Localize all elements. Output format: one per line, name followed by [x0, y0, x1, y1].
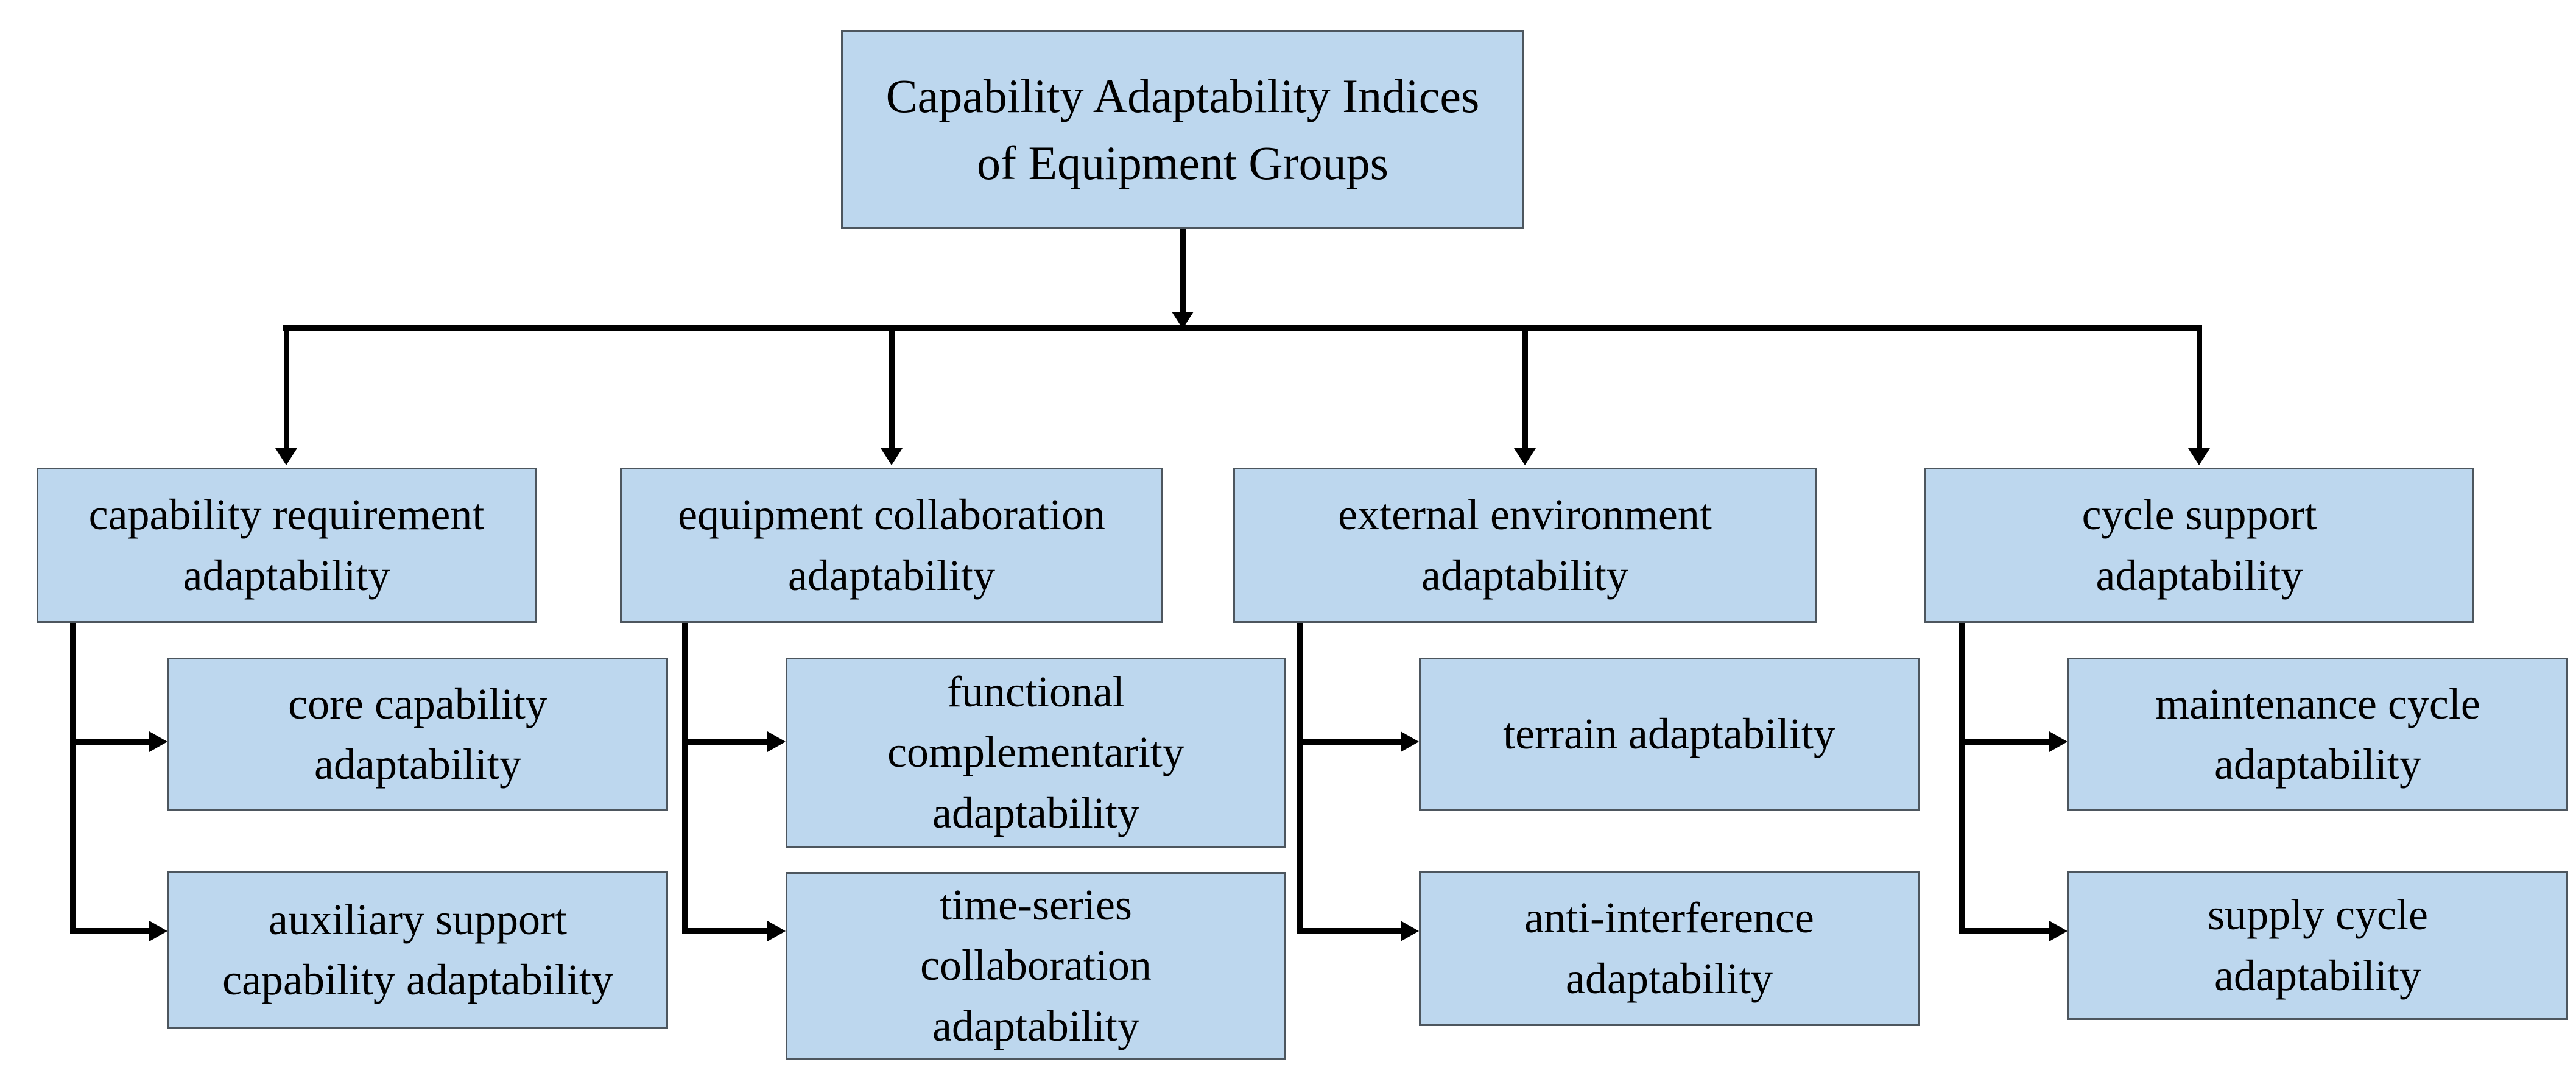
branch-4-child-2-right-arrowhead — [2049, 921, 2067, 941]
branch-2-down-arrowhead — [881, 448, 903, 465]
branch-1-child-1-arm — [70, 739, 153, 745]
branch-2-elbow-line — [682, 623, 688, 934]
branch-4-child-1-right-arrowhead — [2049, 731, 2067, 752]
branch-3-child-2-arm — [1297, 928, 1404, 934]
root-stem-line — [1180, 229, 1186, 312]
branch-1-elbow-line — [70, 623, 76, 934]
branch-1-child-2-right-arrowhead — [149, 921, 167, 941]
branch-3-child-1-arm — [1297, 739, 1404, 745]
branch-3-child-1-right-arrowhead — [1401, 731, 1419, 752]
branch-3-down-arrowhead — [1514, 448, 1536, 465]
branch-distribution-bar — [283, 325, 2202, 331]
branch-1-child-2-arm — [70, 928, 153, 934]
branch-4-elbow-line — [1959, 623, 1965, 934]
branch-2-child-2-arm — [682, 928, 771, 934]
branch-4-down-arrowhead — [2188, 448, 2210, 465]
branch-3-elbow-line — [1297, 623, 1303, 934]
branch-2-child-2-right-arrowhead — [767, 921, 786, 941]
branch-1-drop-line — [284, 331, 289, 448]
branch-4-child-1-arm — [1959, 739, 2053, 745]
branch-2-child-1-right-arrowhead — [767, 731, 786, 752]
child-node-terrain: terrain adaptability — [1419, 658, 1920, 811]
branch-1-down-arrowhead — [275, 448, 297, 465]
branch-3-drop-line — [1522, 331, 1528, 448]
branch-1-child-1-right-arrowhead — [149, 731, 167, 752]
branch-4-child-2-arm — [1959, 928, 2053, 934]
branch-2-child-1-arm — [682, 739, 771, 745]
branch-2-drop-line — [889, 331, 895, 448]
branch-3-child-2-right-arrowhead — [1401, 921, 1419, 941]
branch-4-drop-line — [2197, 331, 2202, 448]
